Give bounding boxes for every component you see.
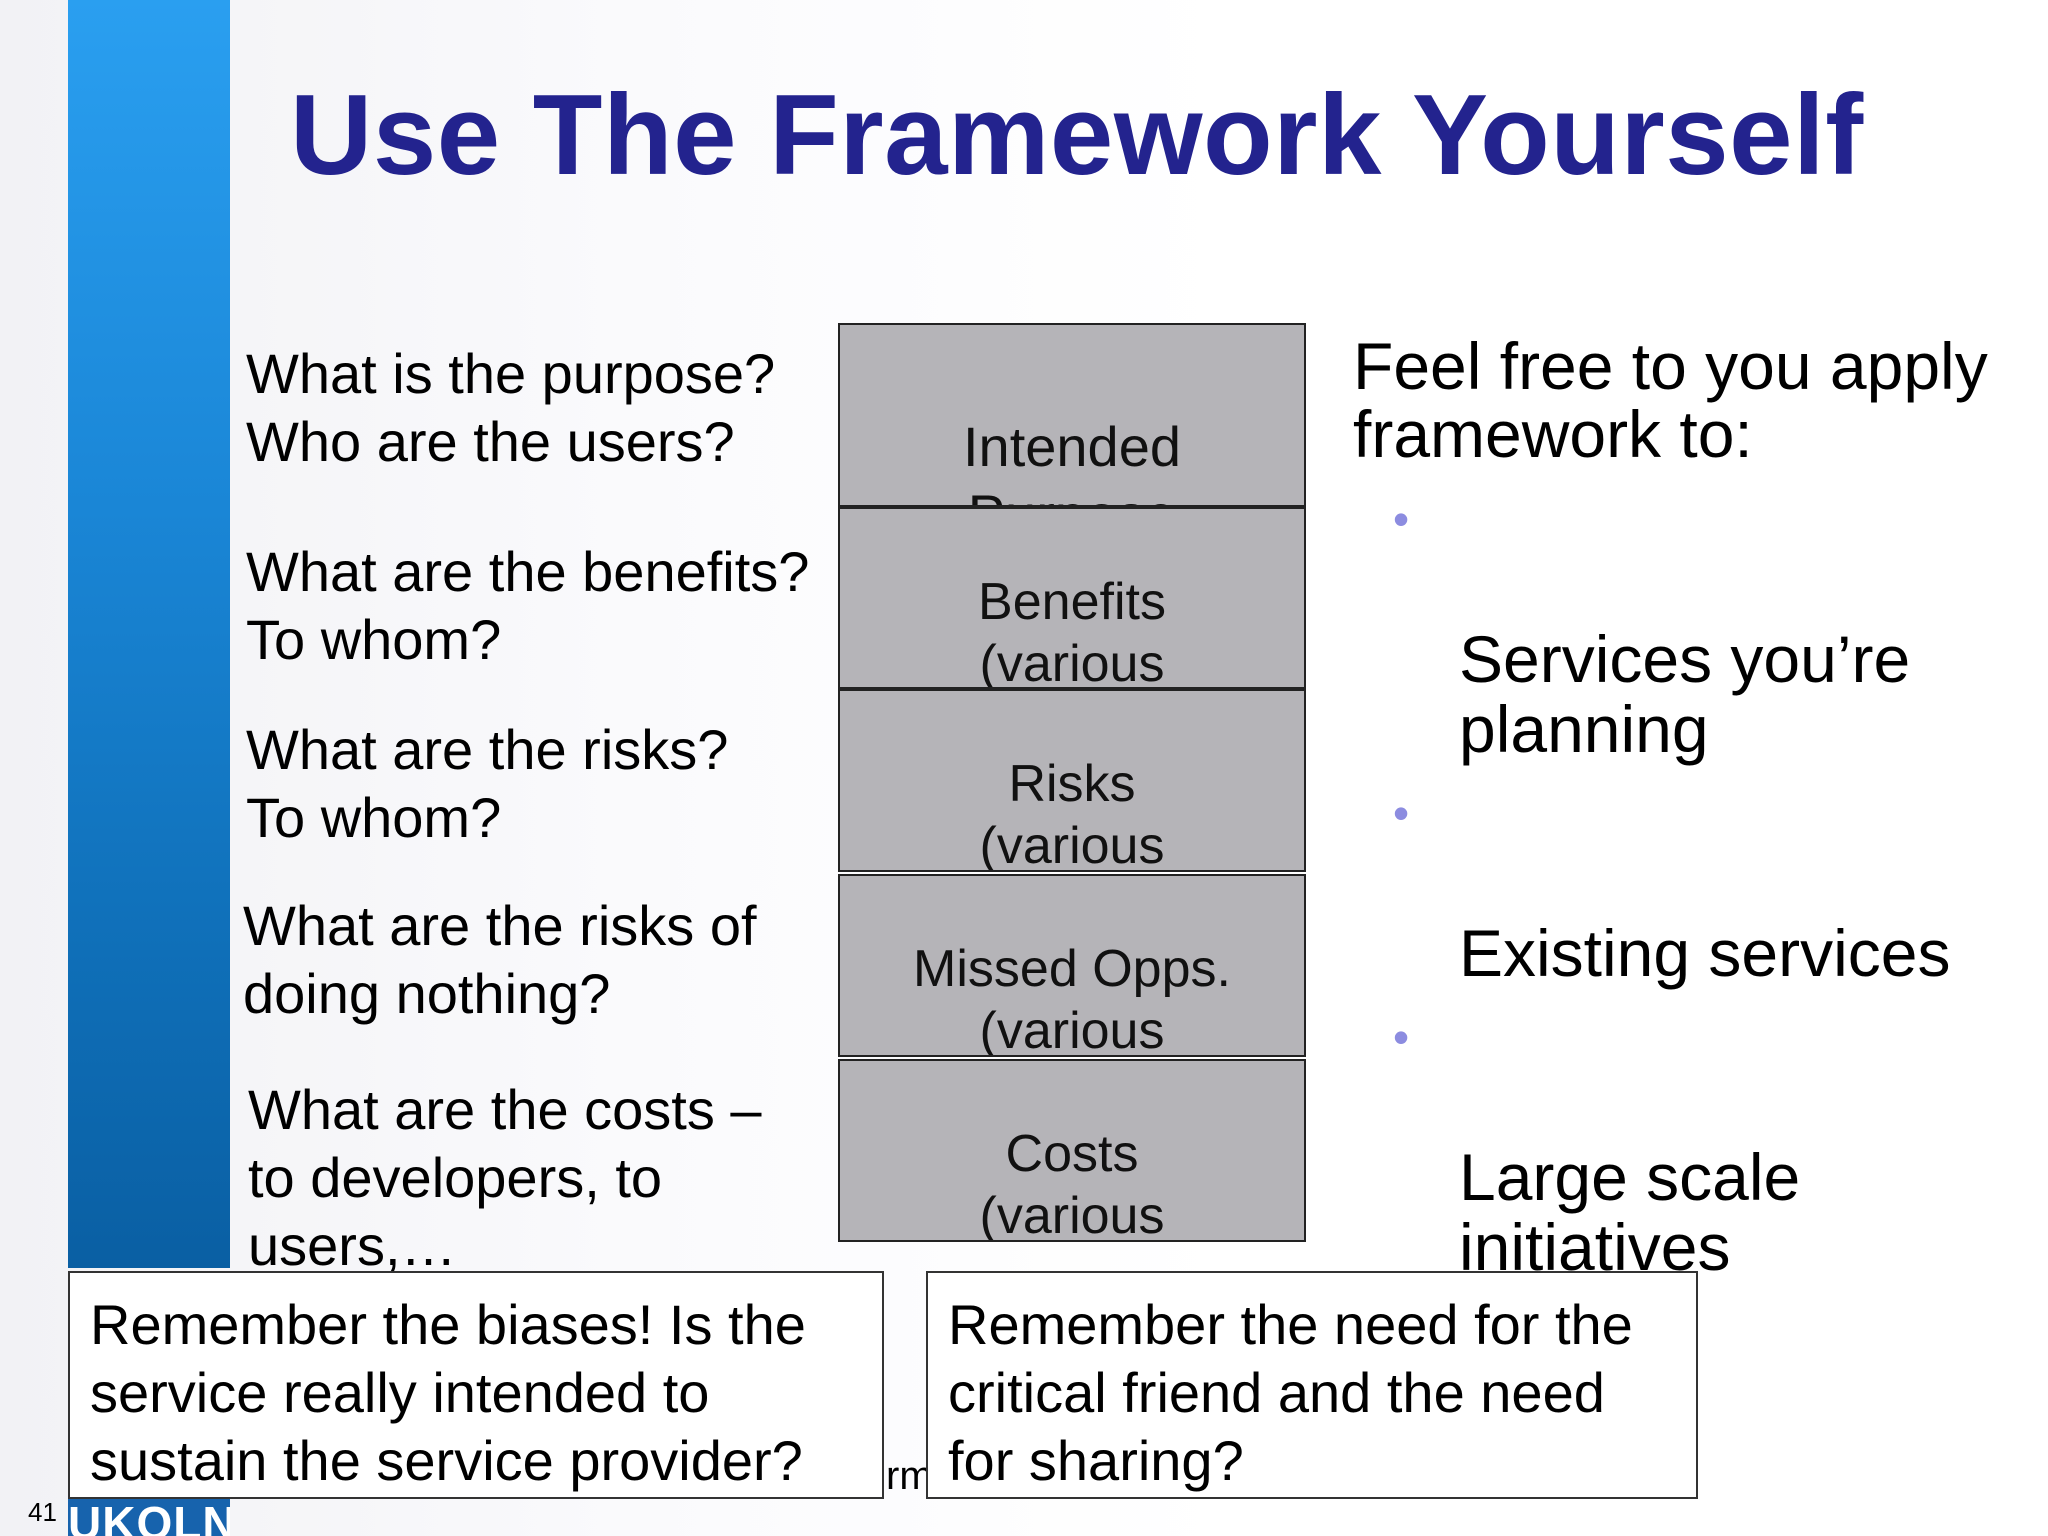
question-risks: What are the risks? To whom? [246,718,729,849]
list-item-text: Large scale initiatives [1459,1140,1801,1284]
question-benefits: What are the benefits? To whom? [246,540,810,671]
framework-box-costs: Costs (various stakeholders [838,1059,1306,1242]
note-biases: Remember the biases! Is the service real… [68,1271,884,1499]
framework-box-benefits: Benefits (various stakeholders [838,507,1306,689]
bullet-icon: • [1393,493,1410,545]
framework-box-missed-opps: Missed Opps. (various stakeholders [838,874,1306,1057]
framework-box-label: Costs (various stakeholders [979,1125,1165,1242]
footer-text-fragment: rm [886,1454,933,1498]
list-item: • Existing services [1393,778,1951,988]
left-accent-bar [68,0,230,1268]
framework-box-risks: Risks (various stakeholders [838,689,1306,872]
apply-list: • Services you’re planning • Existing se… [1393,484,1951,1296]
page-number: 41 [28,1497,57,1527]
framework-box-label: Missed Opps. (various stakeholders [913,940,1231,1057]
framework-box-label: Intended Purpose [963,415,1181,505]
question-risks-doing-nothing: What are the risks of doing nothing? [243,894,757,1025]
right-panel-lead: Feel free to you apply framework to: [1353,329,1988,471]
question-costs: What are the costs – to developers, to u… [248,1078,762,1277]
framework-box-intended-purpose: Intended Purpose [838,323,1306,507]
bullet-icon: • [1393,787,1410,839]
list-item-text: Existing services [1459,916,1951,990]
framework-box-label: Risks (various stakeholders [979,755,1165,872]
list-item: • Large scale initiatives [1393,1002,1951,1282]
list-item-text: Services you’re planning [1459,622,1911,766]
bullet-icon: • [1393,1011,1410,1063]
list-item: • Services you’re planning [1393,484,1951,764]
note-critical-friend: Remember the need for the critical frien… [926,1271,1698,1499]
ukoln-logo: UKOLN [68,1492,230,1536]
question-purpose: What is the purpose? Who are the users? [246,342,776,473]
slide-title: Use The Framework Yourself [290,72,1864,199]
framework-box-label: Benefits (various stakeholders [978,573,1166,689]
